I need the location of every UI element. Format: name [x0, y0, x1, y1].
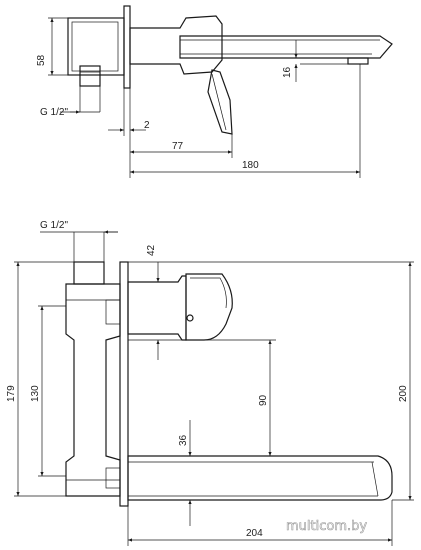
dim-g12-front: G 1/2"	[40, 220, 68, 231]
top-view: 58 G 1/2" 16 2 77 180	[36, 5, 393, 178]
front-valve-body	[65, 283, 121, 497]
dim-130: 130	[30, 385, 41, 402]
lever-handle	[207, 69, 233, 135]
dim-77: 77	[172, 141, 184, 152]
dim-179: 179	[6, 385, 17, 402]
dim-16: 16	[282, 66, 293, 78]
front-wall-plate	[119, 261, 129, 507]
front-cartridge	[127, 275, 187, 341]
handle-screw	[186, 314, 194, 322]
dim-58: 58	[36, 54, 47, 66]
wall-plate	[123, 5, 131, 89]
valve-body-inner	[71, 21, 119, 72]
front-top-inlet	[73, 261, 105, 285]
dim-42: 42	[146, 244, 157, 256]
dim-36: 36	[178, 434, 189, 446]
dim-180: 180	[242, 160, 259, 171]
dim-g12-top: G 1/2"	[40, 107, 68, 118]
dim-90: 90	[258, 394, 269, 406]
inlet-stub	[79, 65, 101, 87]
dim-204: 204	[246, 528, 263, 539]
aerator	[347, 57, 369, 65]
front-spout	[127, 455, 393, 501]
dim-200: 200	[398, 385, 409, 402]
spout	[179, 35, 393, 59]
front-handle	[185, 273, 233, 341]
watermark-text: multicom.by	[286, 519, 367, 534]
dim-2: 2	[144, 120, 150, 131]
mixer-body	[129, 15, 223, 75]
front-view: G 1/2" 42 130 179 90 36 200	[6, 220, 414, 546]
